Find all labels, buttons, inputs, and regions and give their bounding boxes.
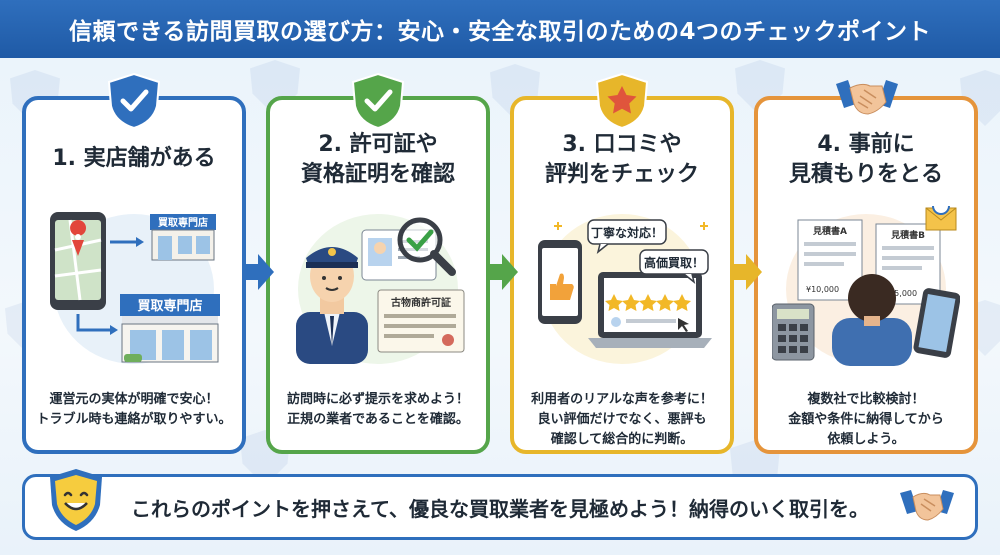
checkpoint-card-3: 3. 口コミや 評判をチェック 丁寧な対応！ — [510, 96, 734, 454]
shield-check-icon — [107, 72, 161, 130]
arrow-right-icon — [244, 254, 274, 290]
smile-shield-icon — [50, 469, 102, 531]
card-title: 1. 実店舗がある — [52, 146, 216, 171]
card-description: 運営元の実体が明確で安心！ トラブル時も連絡が取りやすい。 — [36, 392, 232, 427]
header-banner: 信頼できる訪問買取の選び方：安心・安全な取引のための4つのチェックポイント — [0, 0, 1000, 58]
review-bubble-1: 丁寧な対応！ — [591, 225, 663, 240]
review-illustration: 丁寧な対応！ 高価買取！ — [528, 206, 716, 366]
estimate-doc-b-price: ¥15,000 — [884, 289, 917, 298]
store-illustration: 買取専門店 買取専門店 — [40, 206, 228, 366]
arrow-right-icon — [732, 254, 762, 290]
handshake-icon — [836, 80, 898, 115]
shield-star-icon — [595, 72, 649, 130]
email-icon — [925, 206, 957, 231]
permit-illustration: 古物商許可証 — [284, 206, 472, 366]
summary-banner: これらのポイントを押さえて、優良な買取業者を見極めよう！納得のいく取引を。 — [22, 469, 978, 540]
card-description: 訪問時に必ず提示を求めよう！ 正規の業者であることを確認。 — [286, 392, 469, 427]
checkpoint-card-4: 4. 事前に 見積もりをとる 見積書A ¥10,000 見積書B ¥15,000 — [754, 96, 978, 454]
card-description: 複数社で比較検討！ 金額や条件に納得してから 依頼しよう。 — [788, 392, 944, 447]
checkpoint-card-2: 2. 許可証や 資格証明を確認 古物商許可証 — [266, 96, 490, 454]
shield-check-icon — [351, 72, 405, 130]
card-title: 4. 事前に 見積もりをとる — [788, 132, 943, 187]
estimate-doc-a-title: 見積書A — [812, 225, 847, 237]
estimate-doc-a-price: ¥10,000 — [806, 285, 839, 294]
store-sign-large: 買取専門店 — [137, 298, 202, 314]
estimate-illustration: 見積書A ¥10,000 見積書B ¥15,000 — [772, 206, 960, 366]
checkpoint-card-1: 1. 実店舗がある 買取専門店 買取専門店 — [22, 96, 246, 454]
handshake-icon — [900, 490, 954, 521]
map-pin-icon — [70, 220, 87, 236]
review-bubble-2: 高価買取！ — [644, 255, 704, 270]
card-description: 利用者のリアルな声を参考に！ 良い評価だけでなく、悪評も 確認して総合的に判断。 — [531, 392, 713, 447]
card-title: 3. 口コミや 評判をチェック — [544, 132, 699, 187]
permit-title: 古物商許可証 — [391, 296, 451, 309]
thumbs-up-icon — [550, 273, 574, 300]
page-title: 信頼できる訪問買取の選び方：安心・安全な取引のための4つのチェックポイント — [68, 19, 932, 45]
store-sign-small: 買取専門店 — [158, 216, 208, 229]
card-title: 2. 許可証や 資格証明を確認 — [300, 132, 455, 187]
summary-message: これらのポイントを押さえて、優良な買取業者を見極めよう！納得のいく取引を。 — [131, 496, 869, 521]
estimate-doc-b-title: 見積書B — [890, 229, 925, 241]
arrow-right-icon — [488, 254, 518, 290]
